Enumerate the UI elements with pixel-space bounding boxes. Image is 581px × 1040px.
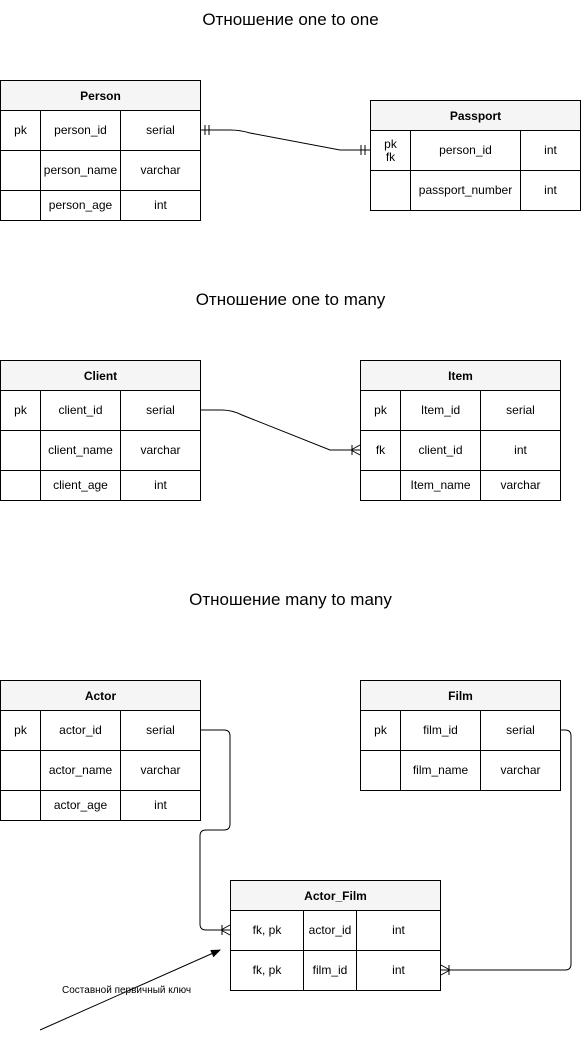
column-type-cell: int xyxy=(392,923,405,937)
table-row: pk Item_id serial xyxy=(361,391,560,431)
column-name-cell: client_id xyxy=(41,391,121,430)
column-name-cell: actor_age xyxy=(41,791,121,820)
table-actor: Actor pk actor_id serial actor_name varc… xyxy=(0,680,201,821)
column-name-cell: person_age xyxy=(41,191,121,220)
table-row: Item_name varchar xyxy=(361,471,560,500)
column-type-cell: varchar xyxy=(140,763,181,777)
column-name-cell: film_id xyxy=(304,951,357,990)
table-row: client_name varchar xyxy=(1,431,200,471)
column-type-cell: serial xyxy=(506,723,535,737)
key-cell xyxy=(1,471,41,500)
key-cell: fk, pk xyxy=(231,911,304,950)
heading-many-to-many: Отношение many to many xyxy=(189,590,392,609)
table-passport-title: Passport xyxy=(371,101,580,131)
column-type-cell: int xyxy=(392,963,405,977)
table-film: Film pk film_id serial film_name varchar xyxy=(360,680,561,791)
table-row: fk client_id int xyxy=(361,431,560,471)
column-name-cell: actor_id xyxy=(304,911,357,950)
table-row: pk film_id serial xyxy=(361,711,560,751)
table-row: person_age int xyxy=(1,191,200,220)
table-item: Item pk Item_id serial fk client_id int … xyxy=(360,360,561,501)
column-name-cell: actor_id xyxy=(41,711,121,750)
key-cell xyxy=(1,751,41,790)
key-cell: pk xyxy=(1,711,41,750)
table-person-title: Person xyxy=(1,81,200,111)
column-type-cell: int xyxy=(544,143,557,157)
column-type-cell: int xyxy=(154,198,167,212)
column-name-cell: client_name xyxy=(41,431,121,470)
column-type-cell: varchar xyxy=(140,443,181,457)
heading-one-to-one: Отношение one to one xyxy=(202,10,379,29)
table-actor-film: Actor_Film fk, pk actor_id int fk, pk fi… xyxy=(230,880,441,991)
key-cell: pk xyxy=(361,711,401,750)
table-row: actor_name varchar xyxy=(1,751,200,791)
key-cell xyxy=(1,791,41,820)
table-row: film_name varchar xyxy=(361,751,560,790)
column-type-cell: int xyxy=(154,478,167,492)
column-type-cell: serial xyxy=(146,723,175,737)
column-type-cell: serial xyxy=(506,403,535,417)
key-cell xyxy=(371,171,411,210)
column-name-cell: Item_name xyxy=(401,471,481,500)
column-type-cell: serial xyxy=(146,123,175,137)
table-item-title: Item xyxy=(361,361,560,391)
link-film-actorfilm xyxy=(440,729,572,976)
table-passport: Passport pk fk person_id int passport_nu… xyxy=(370,100,581,211)
key-cell xyxy=(1,431,41,470)
link-person-passport xyxy=(201,125,370,155)
table-row: client_age int xyxy=(1,471,200,500)
key-cell xyxy=(1,191,41,220)
column-name-cell: film_id xyxy=(401,711,481,750)
key-cell: pk xyxy=(1,111,41,150)
column-type-cell: serial xyxy=(146,403,175,417)
table-row: pk client_id serial xyxy=(1,391,200,431)
key-cell xyxy=(361,751,401,790)
key-cell: fk xyxy=(361,431,401,470)
column-name-cell: actor_name xyxy=(41,751,121,790)
table-row: actor_age int xyxy=(1,791,200,820)
column-type-cell: varchar xyxy=(140,163,181,177)
composite-key-note: Составной первичный ключ xyxy=(62,985,192,996)
composite-key-arrow xyxy=(39,949,221,1031)
key-cell xyxy=(1,151,41,190)
key-cell: pk xyxy=(1,391,41,430)
heading-one-to-many: Отношение one to many xyxy=(195,290,386,309)
table-row: passport_number int xyxy=(371,171,580,210)
table-row: fk, pk film_id int xyxy=(231,951,440,990)
column-name-cell: person_name xyxy=(41,151,121,190)
key-cell: pk fk xyxy=(371,131,411,170)
table-row: person_name varchar xyxy=(1,151,200,191)
link-actor-actorfilm xyxy=(199,729,231,936)
table-client-title: Client xyxy=(1,361,200,391)
table-film-title: Film xyxy=(361,681,560,711)
table-row: pk actor_id serial xyxy=(1,711,200,751)
column-type-cell: int xyxy=(154,798,167,812)
column-name-cell: client_age xyxy=(41,471,121,500)
column-type-cell: int xyxy=(544,183,557,197)
column-name-cell: client_id xyxy=(401,431,481,470)
table-row: pk person_id serial xyxy=(1,111,200,151)
column-name-cell: film_name xyxy=(401,751,481,790)
column-name-cell: person_id xyxy=(41,111,121,150)
table-row: pk fk person_id int xyxy=(371,131,580,171)
key-cell: pk xyxy=(361,391,401,430)
table-row: fk, pk actor_id int xyxy=(231,911,440,951)
column-name-cell: person_id xyxy=(411,131,521,170)
link-client-item xyxy=(201,409,361,456)
column-type-cell: varchar xyxy=(500,763,541,777)
table-actor-film-title: Actor_Film xyxy=(231,881,440,911)
table-actor-title: Actor xyxy=(1,681,200,711)
table-client: Client pk client_id serial client_name v… xyxy=(0,360,201,501)
column-type-cell: int xyxy=(514,443,527,457)
column-name-cell: passport_number xyxy=(411,171,521,210)
key-cell xyxy=(361,471,401,500)
key-cell: fk, pk xyxy=(231,951,304,990)
table-person: Person pk person_id serial person_name v… xyxy=(0,80,201,221)
column-type-cell: varchar xyxy=(500,478,541,492)
column-name-cell: Item_id xyxy=(401,391,481,430)
